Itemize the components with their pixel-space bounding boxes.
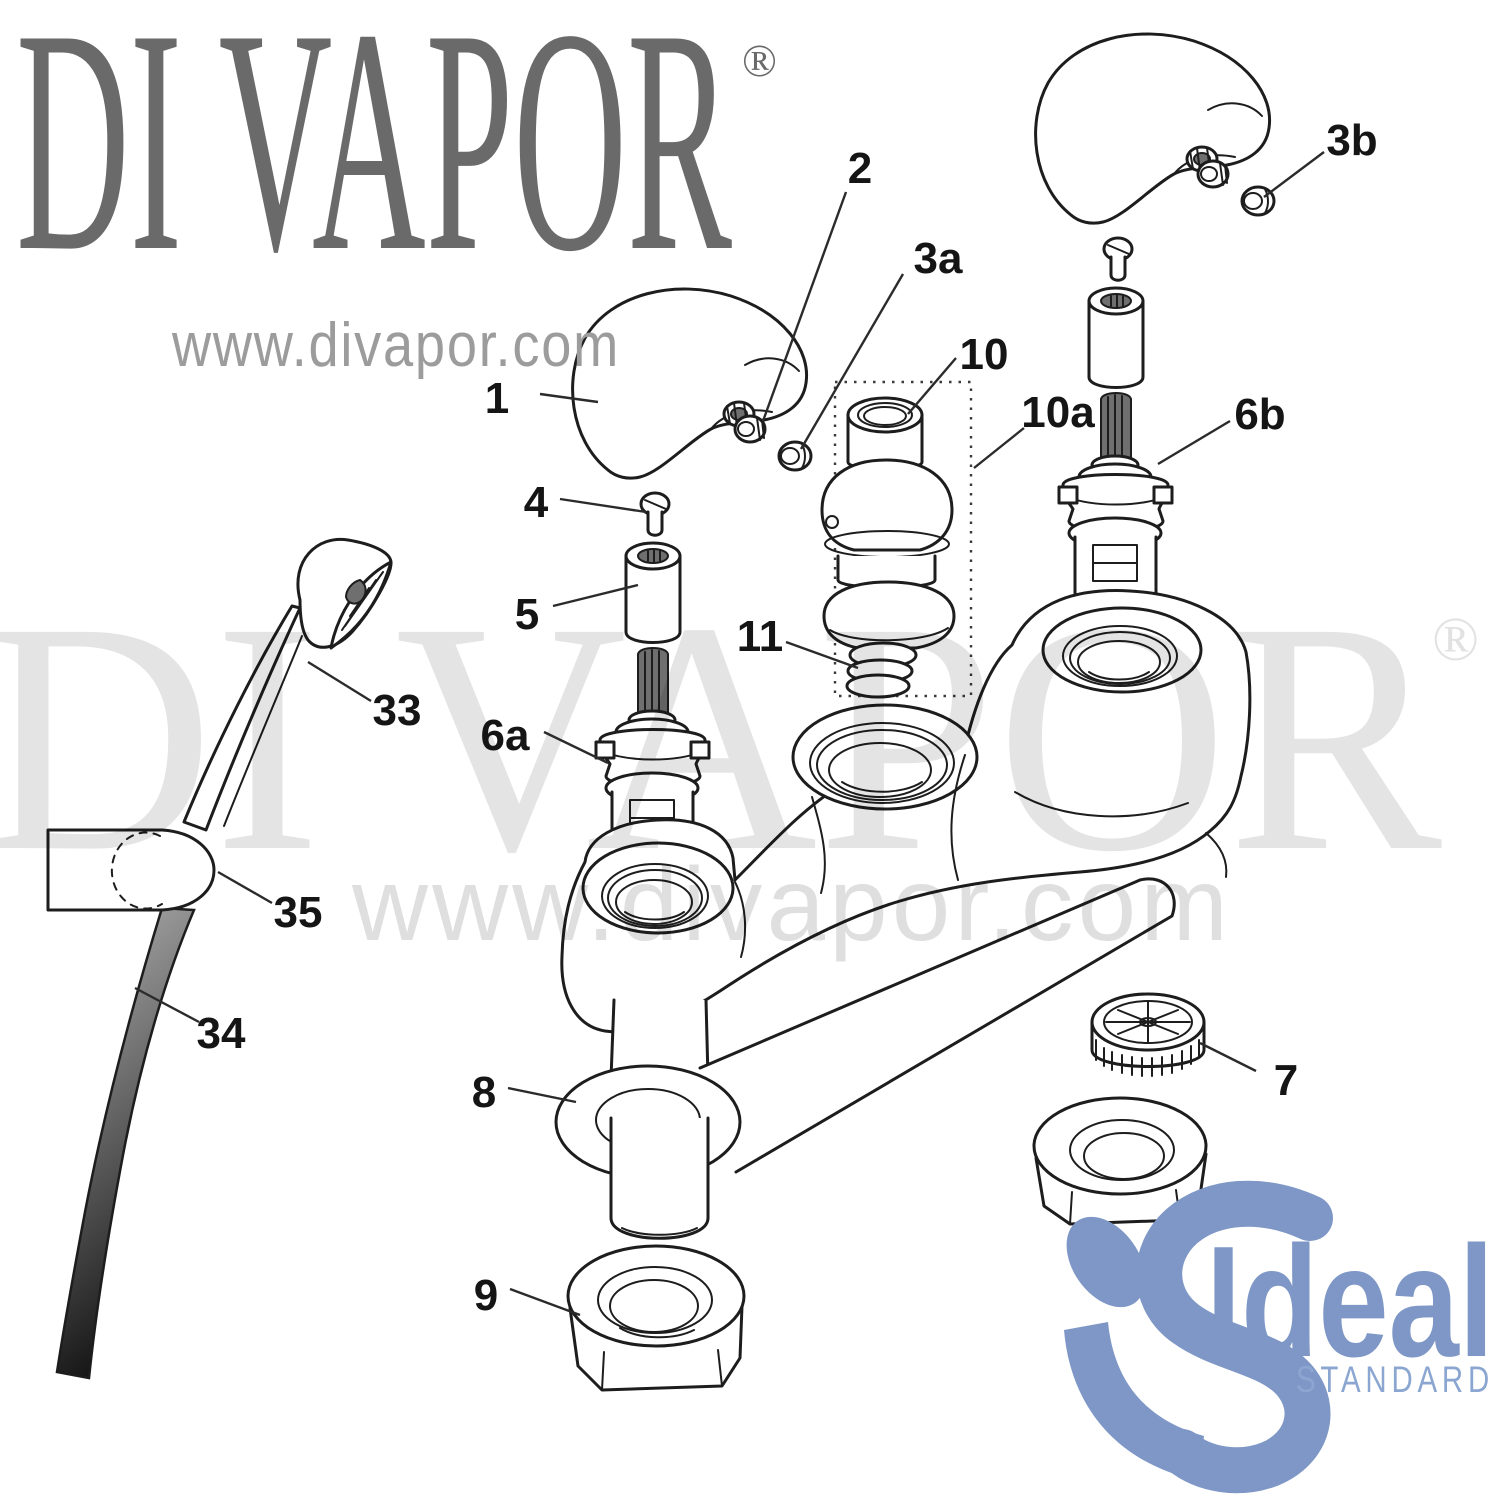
part-label-3b: 3b bbox=[1326, 116, 1377, 165]
part-label-2: 2 bbox=[848, 144, 872, 193]
di-vapor-logo-text: DI VAPOR bbox=[16, 0, 733, 318]
shower-handset-drawing bbox=[182, 537, 393, 832]
part-label-33: 33 bbox=[373, 686, 422, 735]
leader-line-33 bbox=[307, 660, 372, 703]
di-vapor-logo: DI VAPOR ® www.divapor.com bbox=[16, 0, 777, 380]
part-label-8: 8 bbox=[472, 1068, 496, 1117]
watermark-registered-mark: ® bbox=[1432, 606, 1479, 674]
part-label-6a: 6a bbox=[481, 711, 530, 760]
watermark: DI VAPOR ® www.divapor.com bbox=[0, 555, 1479, 963]
part-label-7: 7 bbox=[1274, 1056, 1298, 1105]
ideal-logo-standard-text: STANDARD bbox=[1296, 1359, 1494, 1400]
leader-line-8 bbox=[507, 1086, 577, 1104]
watermark-brand-text: DI VAPOR bbox=[0, 555, 1444, 920]
leader-line-34 bbox=[134, 986, 200, 1024]
part-label-6b: 6b bbox=[1234, 390, 1285, 439]
diverter-assembly-drawing bbox=[820, 380, 973, 699]
leader-line-9 bbox=[509, 1287, 581, 1317]
leader-line-11 bbox=[785, 640, 859, 670]
di-vapor-website-text: www.divapor.com bbox=[171, 311, 620, 380]
ideal-logo-s-swash bbox=[1136, 1180, 1333, 1494]
base-plate-and-tail-drawing bbox=[554, 877, 1176, 1392]
leader-line-35 bbox=[217, 870, 273, 905]
leader-line-2 bbox=[761, 191, 848, 422]
di-vapor-registered-mark: ® bbox=[742, 35, 777, 86]
leader-line-3b bbox=[1263, 151, 1325, 198]
part-label-35: 35 bbox=[274, 888, 323, 937]
watermark-website-text: www.divapor.com bbox=[351, 847, 1232, 963]
part-label-4: 4 bbox=[524, 478, 549, 527]
leader-line-4 bbox=[559, 497, 647, 514]
part-label-3a: 3a bbox=[914, 234, 963, 283]
leader-line-5 bbox=[552, 583, 639, 608]
spout-flange-drawing bbox=[1032, 1096, 1208, 1226]
part-label-10a: 10a bbox=[1021, 388, 1095, 437]
ideal-logo-i-dot bbox=[1066, 1216, 1146, 1308]
right-valve-column bbox=[1034, 32, 1276, 605]
leader-line-10 bbox=[907, 357, 957, 415]
ideal-logo-wordmark: Ideal bbox=[1206, 1214, 1494, 1390]
part-label-11: 11 bbox=[737, 612, 784, 661]
leader-line-1 bbox=[539, 392, 599, 404]
wall-bracket-drawing bbox=[46, 828, 216, 912]
part-label-34: 34 bbox=[197, 1009, 246, 1058]
part-label-10: 10 bbox=[960, 330, 1009, 379]
ideal-standard-logo: Ideal STANDARD bbox=[1064, 1180, 1494, 1494]
part-label-5: 5 bbox=[515, 590, 539, 639]
part-label-9: 9 bbox=[474, 1271, 498, 1320]
leader-line-6b bbox=[1157, 419, 1231, 466]
leader-line-7 bbox=[1199, 1041, 1257, 1073]
hose-drawing bbox=[55, 906, 196, 1380]
part-label-1: 1 bbox=[485, 374, 509, 423]
aerator-drawing bbox=[1090, 992, 1206, 1077]
leader-line-10a bbox=[973, 427, 1025, 469]
leader-line-6a bbox=[543, 730, 609, 765]
diagram-art bbox=[46, 32, 1276, 1392]
leader-line-3a bbox=[799, 273, 905, 450]
